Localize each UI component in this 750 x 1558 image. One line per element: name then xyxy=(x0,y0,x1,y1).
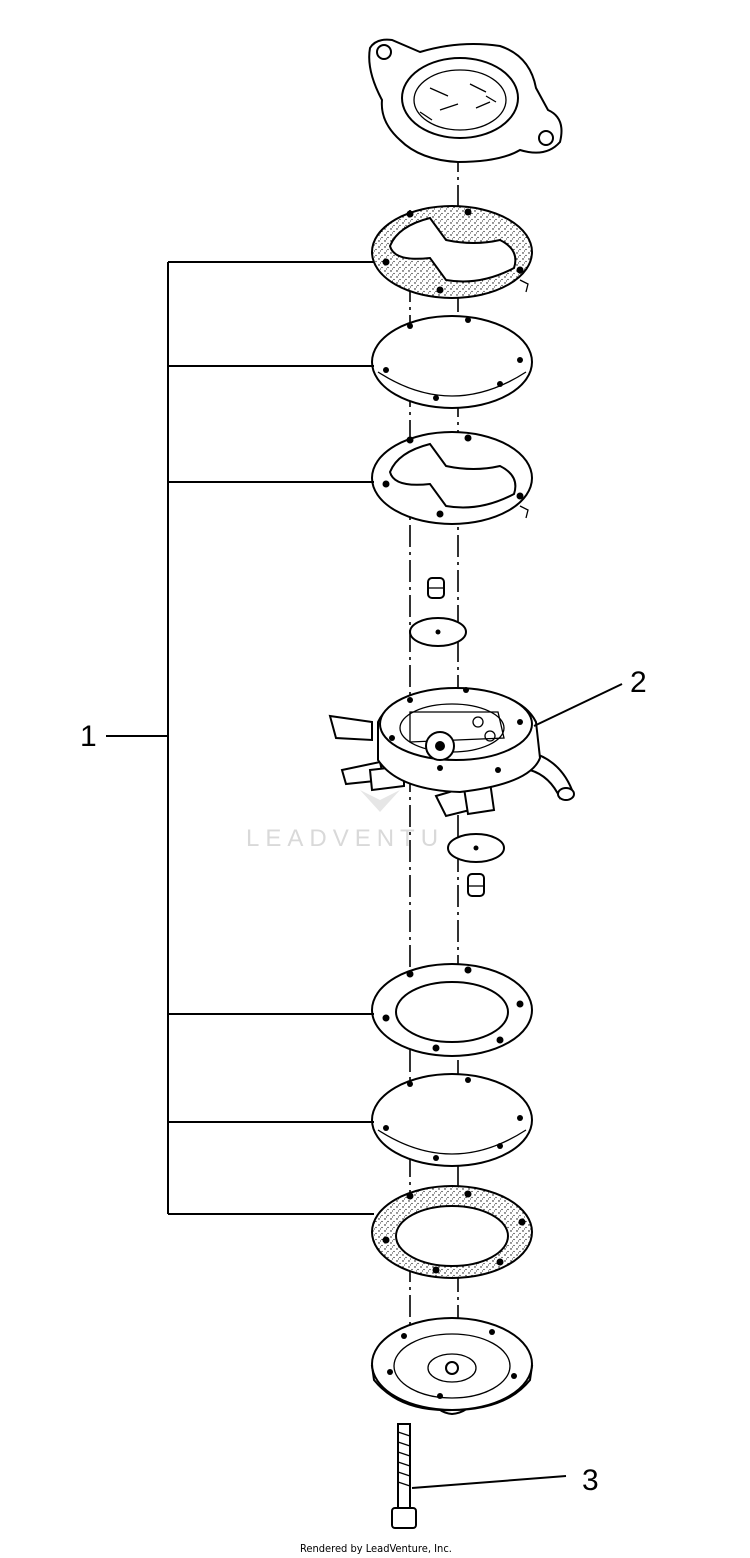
callout-2: 2 xyxy=(630,666,647,699)
watermark-text: LEADVENTU xyxy=(246,825,444,852)
lower-diaphragm xyxy=(371,1073,533,1167)
upper-valve-gasket xyxy=(371,431,533,525)
callout-3: 3 xyxy=(582,1464,599,1497)
watermark: LEADVENTU xyxy=(246,790,444,852)
top-gasket xyxy=(371,205,533,299)
upper-diaphragm xyxy=(371,315,533,409)
footer-credit: Rendered by LeadVenture, Inc. xyxy=(300,1542,452,1555)
kit-bracket xyxy=(106,261,374,1215)
upper-check-valve xyxy=(409,577,467,647)
pump-body xyxy=(328,687,575,818)
leader-lines xyxy=(411,683,623,1489)
lower-ring-gasket xyxy=(371,963,533,1057)
callout-1: 1 xyxy=(80,720,97,753)
bottom-speckled-gasket xyxy=(371,1185,533,1279)
mounting-screw xyxy=(391,1423,417,1529)
pump-top-cover xyxy=(368,38,563,164)
pump-bottom-cover xyxy=(370,1317,534,1416)
lower-check-valve xyxy=(447,833,505,897)
